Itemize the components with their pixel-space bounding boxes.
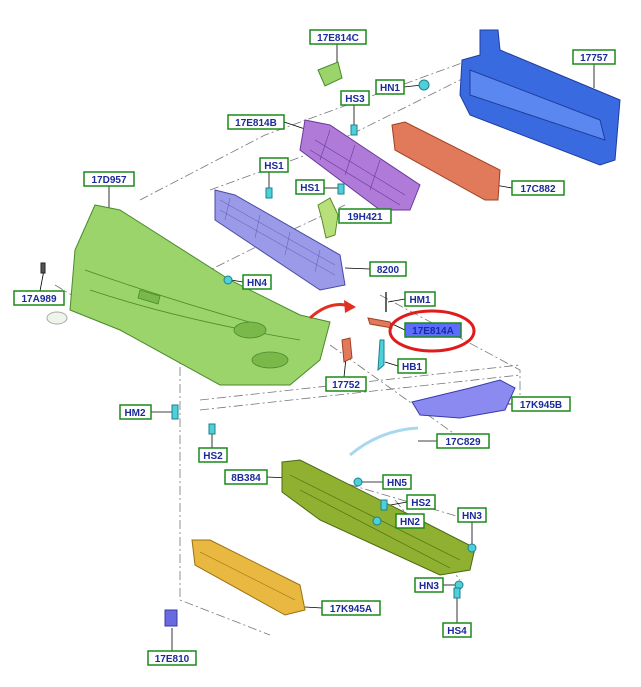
screw-hs2-a [208,423,216,435]
label-hs4-text: HS4 [447,626,467,637]
bolt-hb1 [377,339,385,372]
label-19h421[interactable]: 19H421 [338,208,392,224]
label-17e814b-text: 17E814B [235,118,277,129]
label-hn2-text: HN2 [400,517,420,528]
label-hn3-a[interactable]: HN3 [457,507,487,523]
energy-absorber [391,121,501,201]
label-hn5[interactable]: HN5 [382,474,412,490]
label-hb1-text: HB1 [402,362,422,373]
label-hs3[interactable]: HS3 [340,90,370,106]
screw-hs2-b [380,499,388,511]
label-hn3-b[interactable]: HN3 [414,577,444,593]
label-hs2-b[interactable]: HS2 [406,494,436,510]
screw-hs4 [453,587,461,599]
lower-shield-ribs [199,551,296,601]
label-hm1-text: HM1 [409,295,431,306]
label-17k945b-text: 17K945B [520,400,562,411]
red-arrow [308,303,351,320]
label-hs3-text: HS3 [345,94,365,105]
label-hb1[interactable]: HB1 [397,358,427,374]
label-8200[interactable]: 8200 [369,261,407,277]
label-17e814b[interactable]: 17E814B [227,114,285,130]
label-17e810[interactable]: 17E810 [147,650,197,666]
label-17752-text: 17752 [332,380,360,391]
label-17e810-text: 17E810 [155,654,190,665]
label-17757-text: 17757 [580,53,608,64]
label-8b384[interactable]: 8B384 [224,469,268,485]
bracket-17752 [341,337,353,363]
label-hs4[interactable]: HS4 [442,622,472,638]
seal-17c829 [349,426,419,457]
label-hs1-a[interactable]: HS1 [259,157,289,173]
clip-hn2 [372,516,382,526]
label-17c882-text: 17C882 [520,184,555,195]
radiator-grille [214,189,346,291]
callout-labels: 17E814C 17757 HN1 HS3 17E814B HS1 HS1 1 [13,29,616,666]
label-17c882[interactable]: 17C882 [511,180,565,196]
label-17e814c-text: 17E814C [317,33,359,44]
label-19h421-text: 19H421 [347,212,382,223]
label-hn4-text: HN4 [247,278,267,289]
label-hn2[interactable]: HN2 [395,513,425,529]
label-hn1[interactable]: HN1 [375,79,405,95]
clip-hn1 [418,79,430,91]
label-17757[interactable]: 17757 [572,49,616,65]
label-hm2[interactable]: HM2 [119,404,152,420]
bracket-17e810 [164,609,178,627]
label-hn1-text: HN1 [380,83,400,94]
label-hs1-b-text: HS1 [300,183,320,194]
label-8b384-text: 8B384 [231,473,261,484]
label-17752[interactable]: 17752 [325,376,367,392]
screw-hs1-a [265,187,273,199]
lower-shield [191,539,306,616]
label-17k945a[interactable]: 17K945A [321,600,381,616]
bracket-17e814c [317,61,343,87]
label-hs2-a[interactable]: HS2 [198,447,228,463]
reinforcement-beam-face [469,69,606,141]
screw-hs3 [350,124,358,136]
upper-grille-mesh [309,129,406,206]
label-hs1-b[interactable]: HS1 [295,179,325,195]
label-hn4[interactable]: HN4 [242,274,272,290]
bumper-reinforcement-beam [459,29,621,166]
label-17e814a[interactable]: 17E814A [404,322,462,338]
fog-lamp-cover-17a989 [46,311,68,325]
screw-hs1-b [337,183,345,195]
label-8200-text: 8200 [377,265,400,276]
label-hn3-b-text: HN3 [419,581,439,592]
label-17d957[interactable]: 17D957 [83,171,135,187]
lamp-bezel [411,379,516,419]
label-17e814c[interactable]: 17E814C [309,29,367,45]
label-17c829[interactable]: 17C829 [436,433,490,449]
label-hm2-text: HM2 [124,408,146,419]
bumper-cover-details [84,269,301,369]
label-17k945a-text: 17K945A [330,604,372,615]
red-arrow-head [344,300,356,313]
sensor-17a989 [40,262,46,274]
parts [40,29,621,627]
bumper-cover [69,204,331,386]
highlight-ring [388,309,476,353]
label-hs2-b-text: HS2 [411,498,431,509]
clip-hn3-a [467,543,477,553]
bolt-hm2 [171,404,179,420]
label-17e814a-text: 17E814A [412,326,454,337]
label-17a989-text: 17A989 [21,294,56,305]
label-hs1-a-text: HS1 [264,161,284,172]
label-17c829-text: 17C829 [445,437,480,448]
bracket-19h421 [317,197,339,239]
label-17d957-text: 17D957 [91,175,126,186]
label-17a989[interactable]: 17A989 [13,290,65,306]
label-hn5-text: HN5 [387,478,407,489]
label-hn3-a-text: HN3 [462,511,482,522]
clip-hn5 [353,477,363,487]
label-hm1[interactable]: HM1 [404,291,436,307]
upper-grille [299,119,421,211]
clip-hn4 [223,275,233,285]
bracket-17e814a [367,317,393,329]
radiator-grille-mesh [219,197,336,276]
label-hs2-a-text: HS2 [203,451,223,462]
label-17k945b[interactable]: 17K945B [511,396,571,412]
